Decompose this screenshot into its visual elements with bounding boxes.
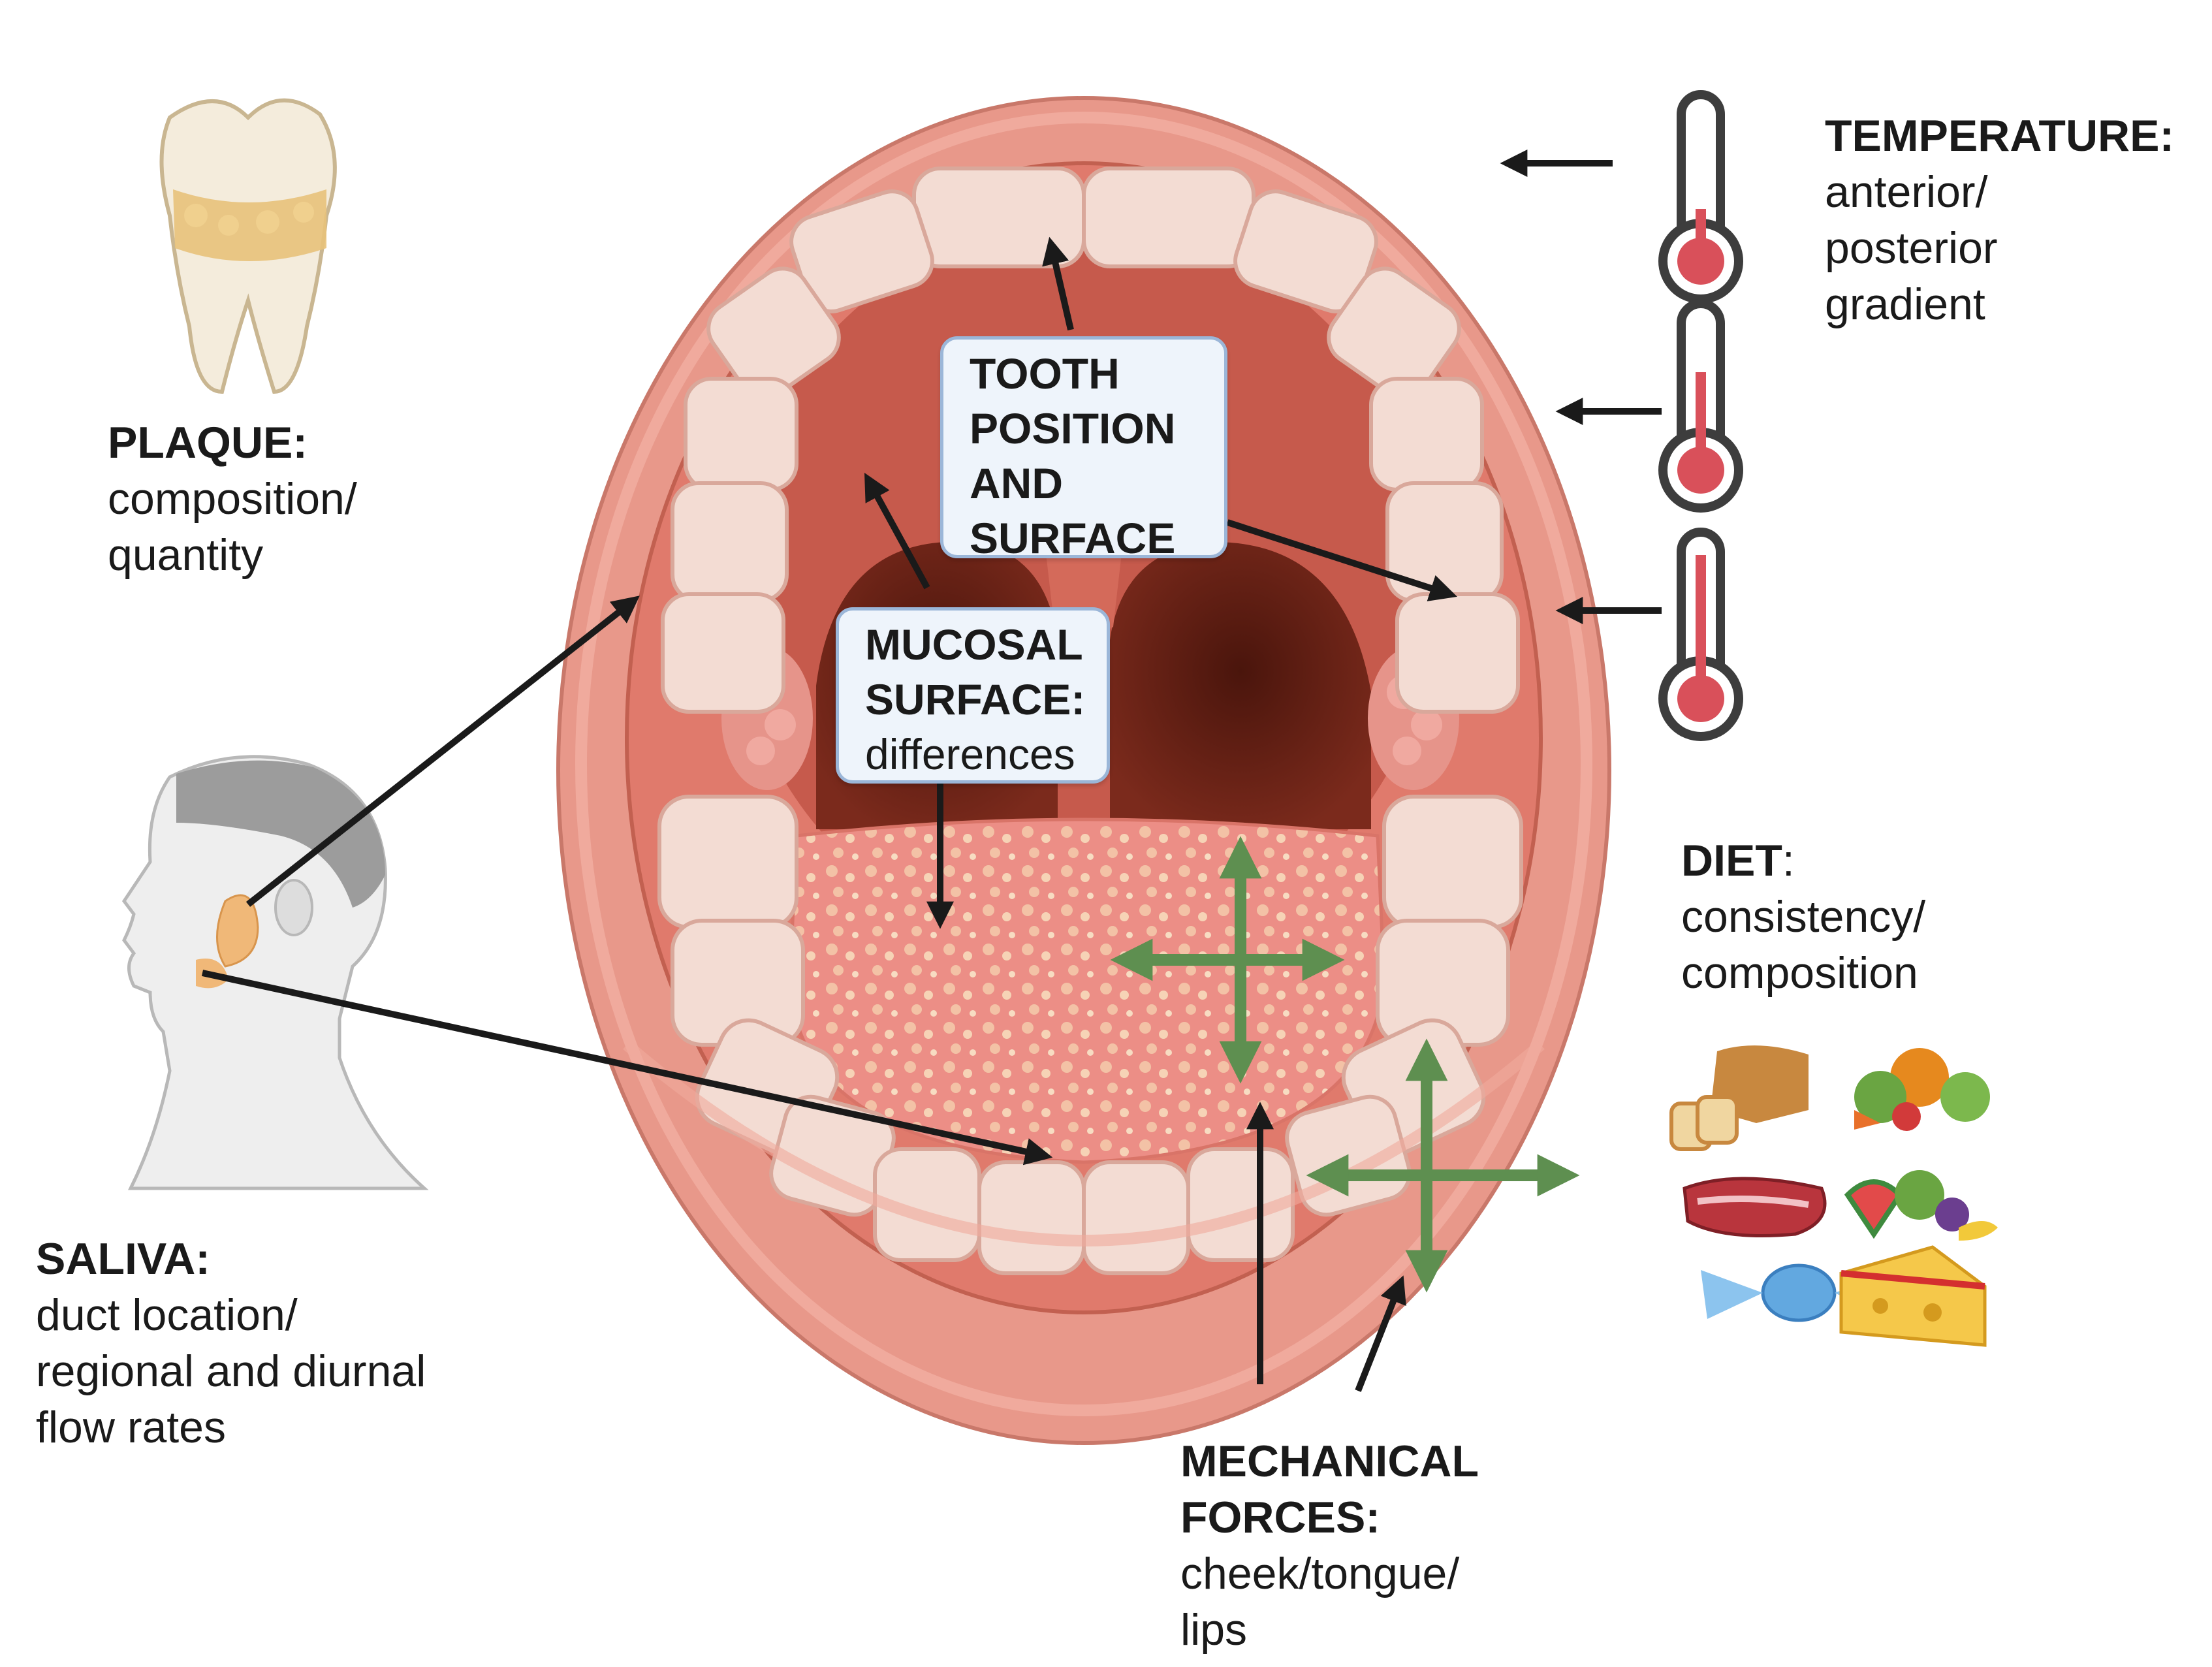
diet-title: DIET [1681,836,1782,885]
bread-icon [1669,1045,1809,1151]
tooth-title-4: SURFACE [970,514,1176,562]
plaque-label: PLAQUE: composition/ quantity [108,415,513,583]
tooth-with-plaque-icon [159,98,337,394]
tooth-title-3: AND [970,459,1063,507]
saliva-label: SALIVA: duct location/ regional and diur… [36,1231,532,1455]
tooth-position-box: TOOTH POSITION AND SURFACE [940,336,1227,562]
thermometer-high-icon [1658,299,1743,513]
diet-label: DIET: consistency/ composition [1681,833,2060,1001]
saliva-line-1: duct location/ [36,1290,298,1340]
thermometer-low-icon [1658,90,1743,304]
arrow-saliva-to-floor [201,970,1053,1166]
arrow-saliva-to-cheek [245,595,640,907]
mechanical-line-2: lips [1180,1605,1248,1655]
temperature-line-3: gradient [1825,279,1985,329]
temperature-label: TEMPERATURE: anterior/ posterior gradien… [1825,108,2190,332]
arrow-mechanical-to-lip [1355,1275,1406,1392]
plaque-line-1: composition/ [108,474,357,524]
diet-colon: : [1782,836,1795,885]
plaque-line-2: quantity [108,530,264,580]
tooth-title-2: POSITION [970,404,1176,452]
temperature-line-2: posterior [1825,223,1998,273]
vegetables-icon [1854,1048,1990,1131]
diet-line-1: consistency/ [1681,892,1926,942]
mucosal-title-2: SURFACE: [865,675,1086,723]
mucosal-line-1: differences [865,730,1075,778]
human-head-salivary-gland-icon [121,755,429,1190]
plaque-title: PLAQUE: [108,418,308,468]
mechanical-title-2: FORCES: [1180,1493,1380,1542]
steak-icon [1683,1177,1827,1237]
mechanical-title-1: MECHANICAL [1180,1437,1479,1486]
temperature-line-1: anterior/ [1825,167,1988,217]
mechanical-line-1: cheek/tongue/ [1180,1549,1460,1598]
thermometer-medium-icon [1658,528,1743,741]
mucosal-surface-box: MUCOSAL SURFACE: differences [836,607,1110,784]
arrow-mucosal-to-palate [864,472,930,590]
tooth-title-1: TOOTH [970,349,1120,398]
fruits-icon [1844,1170,1998,1241]
diet-line-2: composition [1681,948,1918,998]
saliva-line-2: regional and diurnal [36,1346,426,1396]
saliva-title: SALIVA: [36,1234,210,1284]
arrow-tooth-to-front [1042,236,1074,331]
saliva-line-3: flow rates [36,1403,226,1452]
mucosal-title-1: MUCOSAL [865,620,1083,669]
cheese-icon [1839,1245,1987,1347]
mechanical-label: MECHANICAL FORCES: cheek/tongue/ lips [1180,1433,1546,1658]
arrow-tooth-to-side [1226,519,1457,601]
temperature-title: TEMPERATURE: [1825,111,2175,161]
